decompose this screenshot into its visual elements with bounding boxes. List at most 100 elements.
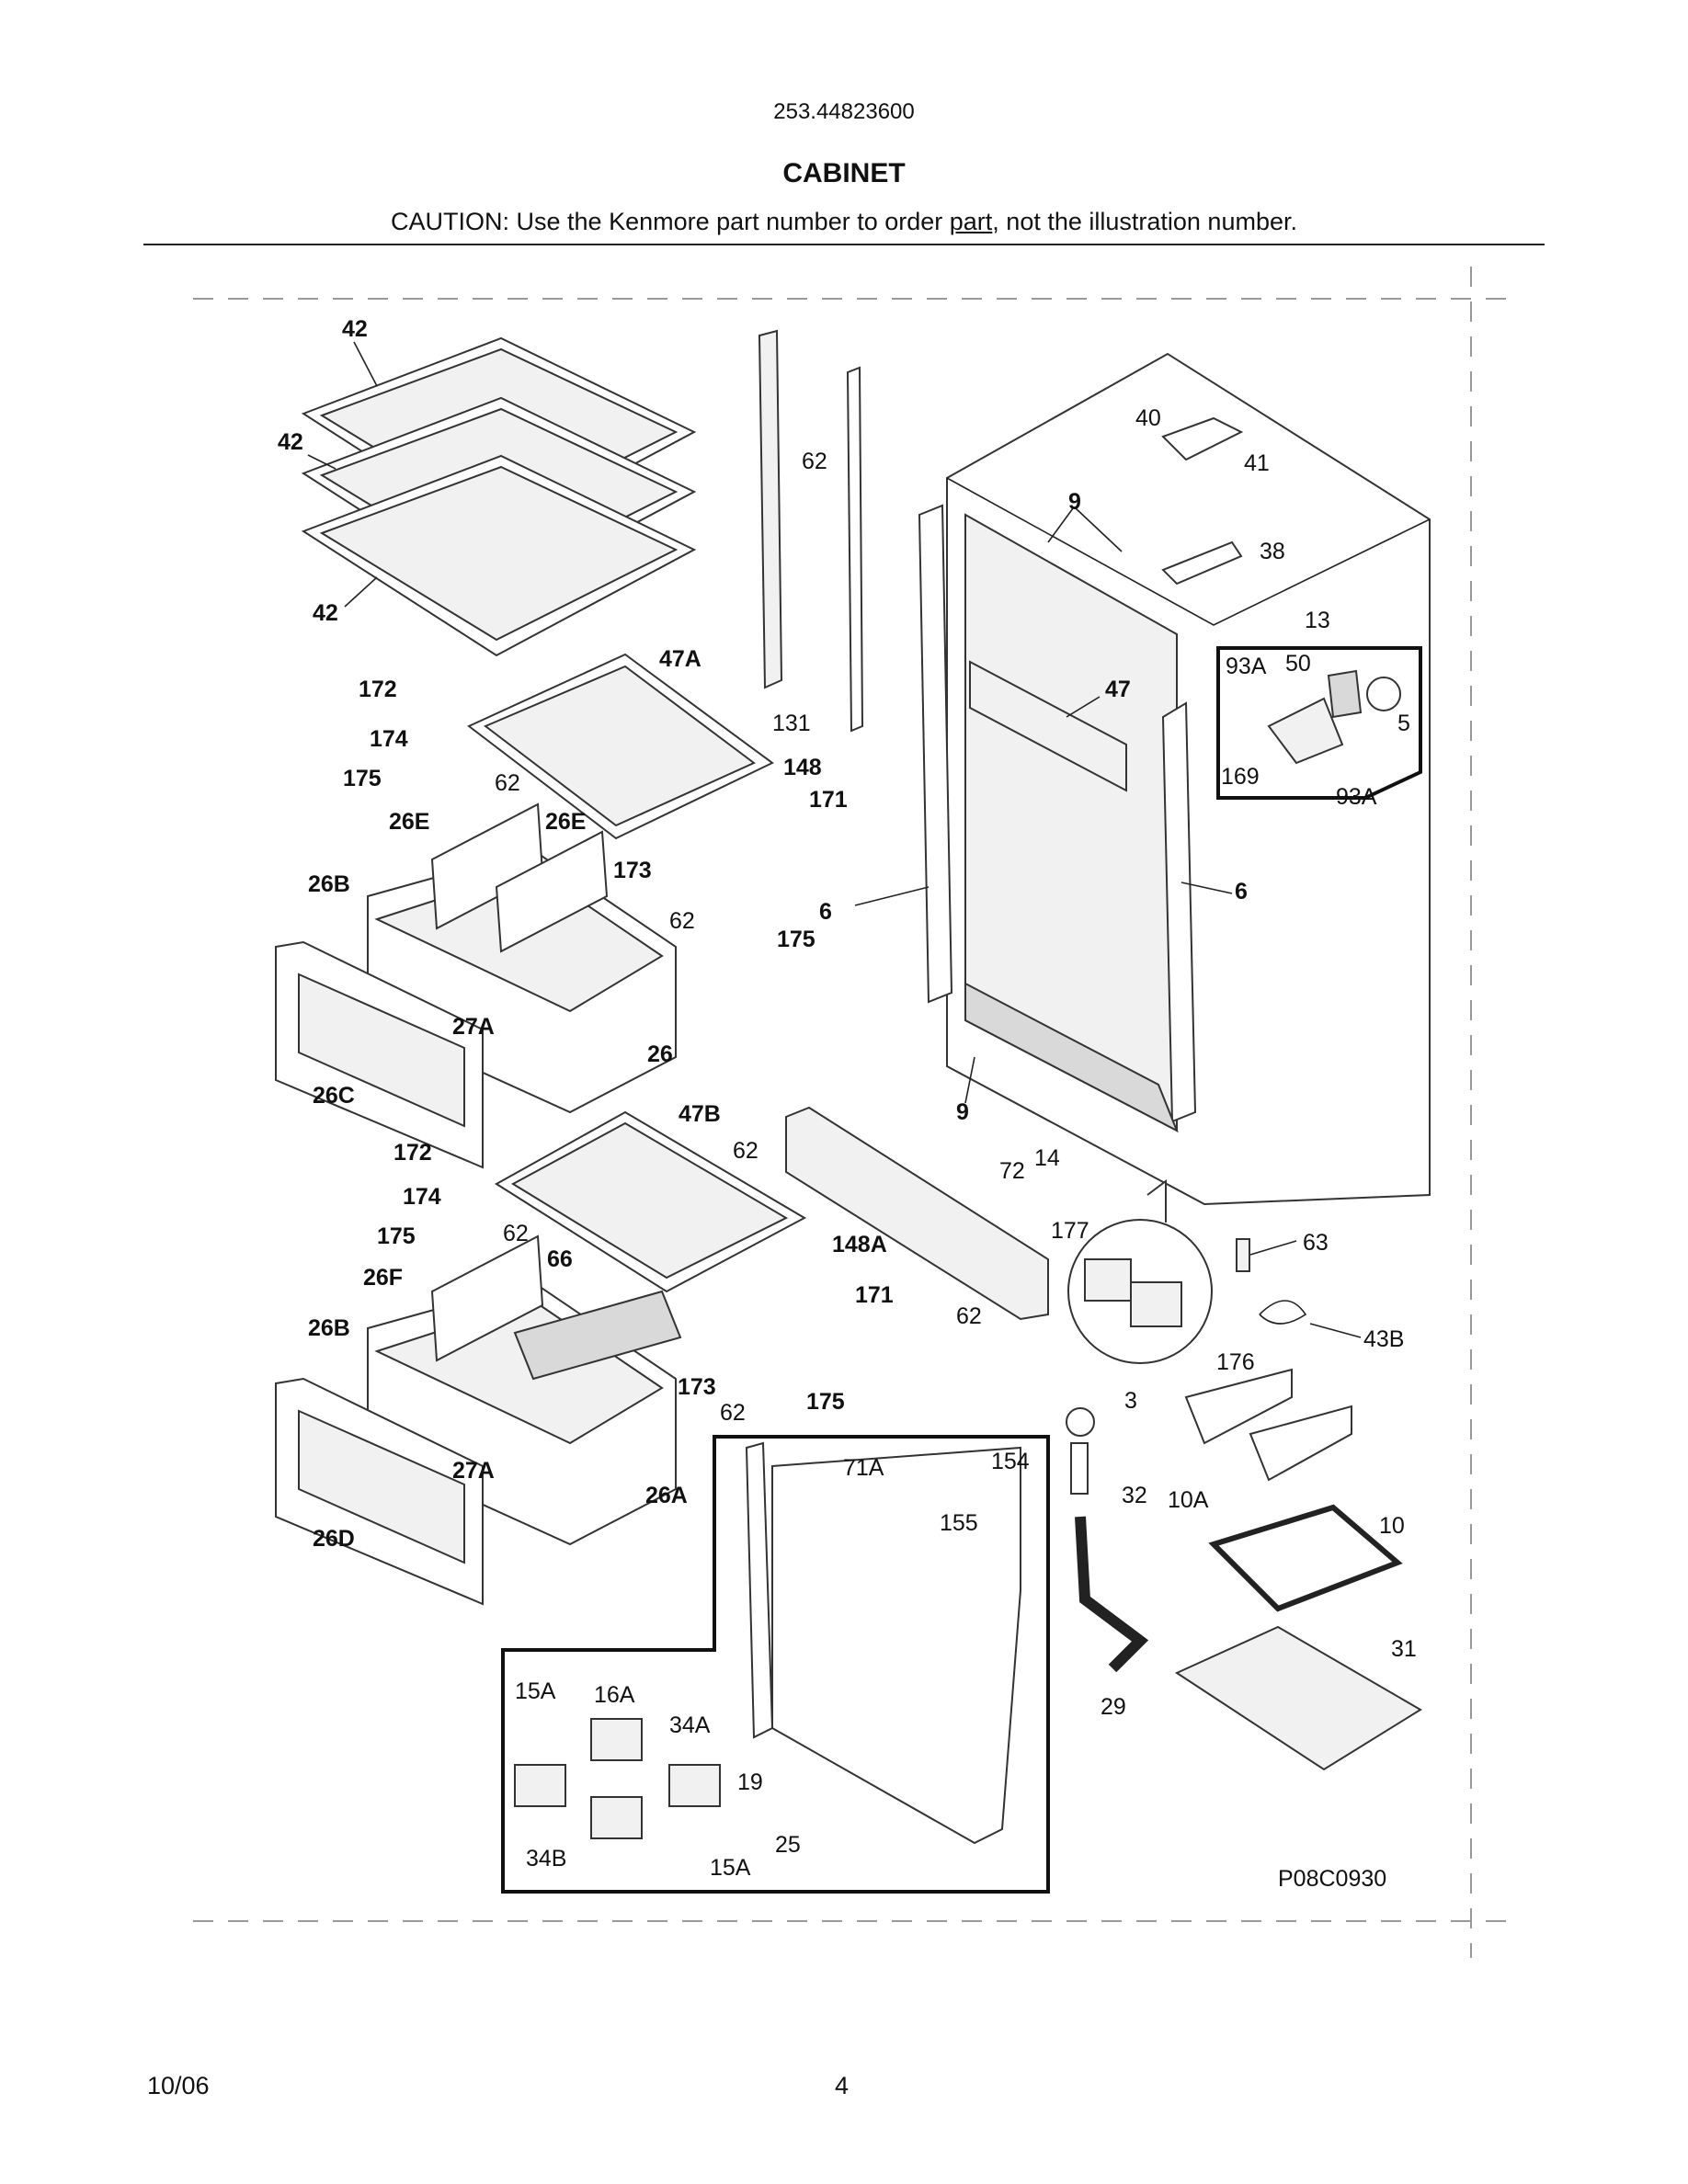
callout-5: 5: [1397, 711, 1410, 736]
caution-suffix: , not the illustration number.: [992, 208, 1297, 235]
callout-47a: 47A: [659, 646, 701, 672]
callout-173: 173: [613, 858, 652, 883]
callout-15a: 15A: [515, 1678, 556, 1704]
diagram-code: P08C0930: [1278, 1866, 1386, 1892]
callout-62: 62: [669, 908, 695, 934]
callout-174: 174: [370, 726, 408, 752]
callout-38: 38: [1260, 539, 1285, 564]
callout-26: 26: [647, 1041, 673, 1067]
callout-42: 42: [278, 429, 303, 455]
model-number: 253.44823600: [773, 99, 915, 124]
callout-172: 172: [393, 1140, 432, 1166]
callout-71a: 71A: [843, 1455, 884, 1481]
callout-62: 62: [720, 1400, 746, 1426]
callout-34a: 34A: [669, 1712, 711, 1738]
callout-26e: 26E: [389, 809, 429, 835]
callout-42: 42: [342, 316, 368, 342]
callout-148a: 148A: [832, 1232, 887, 1257]
callout-175: 175: [343, 766, 382, 791]
base-grille: [785, 1106, 1049, 1321]
top-hinge: [1161, 416, 1244, 586]
callout-72: 72: [999, 1158, 1025, 1184]
callout-171: 171: [809, 787, 848, 813]
callout-26f: 26F: [363, 1265, 403, 1291]
caution-prefix: CAUTION: Use the Kenmore part number to …: [391, 208, 950, 235]
callout-43b: 43B: [1363, 1326, 1404, 1352]
callout-16a: 16A: [594, 1682, 635, 1708]
callout-26d: 26D: [313, 1526, 355, 1552]
callout-47b: 47B: [679, 1101, 721, 1127]
callout-62: 62: [503, 1221, 529, 1246]
callout-175: 175: [806, 1389, 845, 1415]
callout-26a: 26A: [645, 1483, 688, 1508]
shelf-rails: [758, 329, 864, 733]
callout-13: 13: [1305, 608, 1330, 633]
callout-3: 3: [1124, 1388, 1137, 1414]
callout-62: 62: [802, 449, 827, 474]
callout-175: 175: [377, 1223, 416, 1249]
callout-63: 63: [1303, 1230, 1329, 1256]
callout-9: 9: [1068, 489, 1081, 515]
callout-62: 62: [956, 1303, 982, 1329]
leader-lines: [307, 341, 1362, 1338]
base-parts: [1066, 1238, 1422, 1771]
callout-27a: 27A: [452, 1458, 495, 1484]
glass-shelves: [301, 336, 697, 657]
callout-32: 32: [1122, 1483, 1147, 1508]
callout-41: 41: [1244, 450, 1270, 476]
dashed-frame: [193, 267, 1508, 1958]
callout-169: 169: [1221, 764, 1260, 790]
callout-31: 31: [1391, 1636, 1417, 1662]
callout-131: 131: [772, 711, 811, 736]
cabinet-shell: [918, 352, 1431, 1206]
upper-crisper-drawer: [275, 802, 677, 1169]
callout-15a: 15A: [710, 1855, 751, 1881]
callout-26b: 26B: [308, 871, 350, 897]
caution-underlined: part: [949, 208, 993, 235]
callout-62: 62: [495, 770, 520, 796]
callout-26e: 26E: [545, 809, 586, 835]
callout-47: 47: [1105, 677, 1131, 702]
callout-34b: 34B: [526, 1846, 566, 1871]
callout-173: 173: [678, 1374, 716, 1400]
callout-155: 155: [940, 1510, 978, 1536]
callout-26b: 26B: [308, 1315, 350, 1341]
callout-154: 154: [991, 1449, 1030, 1474]
callout-50: 50: [1285, 651, 1311, 677]
callout-66: 66: [547, 1246, 573, 1272]
crisper-covers: [467, 653, 807, 1293]
callout-175: 175: [777, 927, 815, 952]
footer-date: 10/06: [147, 2072, 210, 2099]
callout-6: 6: [1235, 879, 1248, 904]
callout-27a: 27A: [452, 1014, 495, 1040]
callout-14: 14: [1034, 1145, 1060, 1171]
callout-93a: 93A: [1226, 654, 1267, 679]
callout-62: 62: [733, 1138, 758, 1164]
fan-detail-inset: [1216, 646, 1422, 800]
callout-148: 148: [783, 755, 822, 780]
callout-171: 171: [855, 1282, 894, 1308]
callout-174: 174: [403, 1184, 441, 1210]
callout-26c: 26C: [313, 1083, 355, 1109]
callout-6: 6: [819, 899, 832, 925]
header-rule: [143, 244, 1545, 245]
callout-172: 172: [359, 677, 397, 702]
callout-29: 29: [1101, 1694, 1126, 1720]
callout-93a: 93A: [1336, 784, 1377, 810]
caution-note: CAUTION: Use the Kenmore part number to …: [0, 208, 1688, 236]
callout-42: 42: [313, 600, 338, 626]
relay-detail-circle: [1067, 1179, 1213, 1364]
callout-177: 177: [1051, 1218, 1089, 1244]
light-assembly-inset: [501, 1435, 1050, 1894]
callout-9: 9: [956, 1099, 969, 1125]
callout-40: 40: [1135, 405, 1161, 431]
lower-crisper-drawer: [275, 1234, 682, 1606]
callout-labels: 42 42 42 62 131 40 41 38 9 47 13 93A 50 …: [278, 316, 1417, 1892]
callout-10a: 10A: [1168, 1487, 1209, 1513]
footer-page-number: 4: [835, 2072, 850, 2099]
callout-19: 19: [737, 1769, 763, 1795]
callout-176: 176: [1216, 1349, 1255, 1375]
page-title: CABINET: [782, 158, 906, 188]
callout-10: 10: [1379, 1513, 1405, 1539]
